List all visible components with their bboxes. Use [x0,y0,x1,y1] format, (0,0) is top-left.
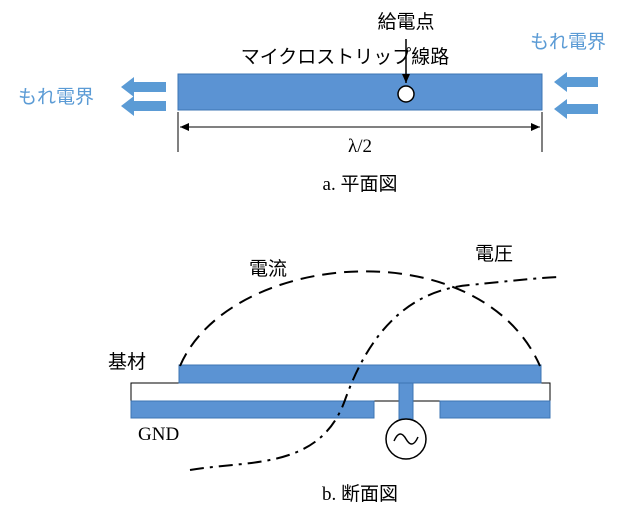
left-arrow-icon [121,77,166,97]
substrate-label: 基材 [108,351,146,373]
cross-section-view: 電流 電圧 基材 GND b. 断面図 [108,243,561,505]
microstrip-label: マイクロストリップ線路 [241,46,450,68]
ground-plane-left [130,400,375,419]
microstrip-patch [177,73,543,111]
right-arrow-icon [554,99,598,119]
current-curve [179,270,541,367]
leak-field-label-right: もれ電界 [530,31,606,53]
dimension-label: λ/2 [348,136,372,157]
top-patch [178,364,542,384]
leak-field-arrows-right [554,72,598,119]
substrate [130,382,551,402]
right-arrow-icon [554,72,598,92]
cross-section-caption: b. 断面図 [322,483,398,505]
voltage-curve [189,276,561,471]
ground-label: GND [138,424,179,445]
current-label: 電流 [249,258,287,280]
feed-point-label: 給電点 [377,11,434,33]
plan-view-caption: a. 平面図 [323,174,398,195]
ac-source-icon [393,433,419,445]
feed-via [398,382,414,420]
leak-field-arrows-left [121,77,166,116]
leak-field-label-left: もれ電界 [18,86,94,108]
left-arrow-icon [121,96,166,116]
ground-plane-right [439,400,551,419]
plan-view: 給電点 マイクロストリップ線路 もれ電界 もれ電界 λ/2 a. 平面図 [18,11,606,195]
voltage-label: 電圧 [475,243,513,265]
feed-point-circle [397,85,415,103]
